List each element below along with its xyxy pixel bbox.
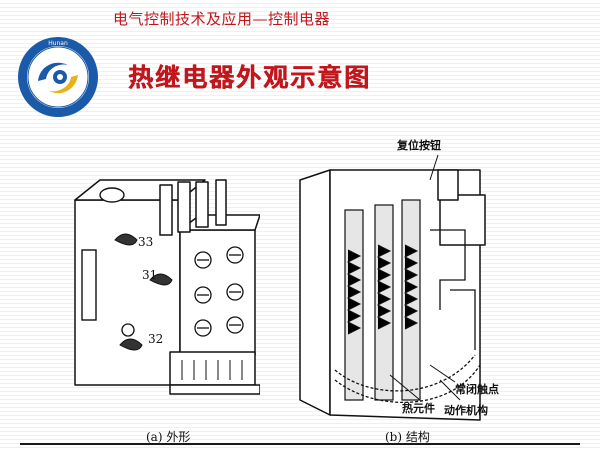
callout-heating-element: 热元件: [402, 402, 435, 415]
slide-title: 热继电器外观示意图: [128, 63, 372, 92]
svg-text:Hunan: Hunan: [48, 40, 68, 47]
label-33: 33: [138, 235, 154, 249]
bottom-rule: [20, 443, 580, 445]
label-32: 32: [148, 332, 164, 346]
callout-actuating-mechanism: 动作机构: [444, 404, 488, 417]
caption-external-view: (a) 外形: [146, 430, 191, 444]
header-title: 电气控制技术及应用—控制电器: [113, 10, 331, 28]
relay-external-view-figure: [74, 179, 260, 395]
callout-reset-button: 复位按钮: [397, 139, 441, 152]
callout-normally-closed-contact: 常闭触点: [455, 383, 499, 396]
relay-structure-figure: [299, 154, 486, 421]
university-logo: Hunan: [18, 37, 98, 117]
label-31: 31: [142, 268, 158, 282]
caption-structure: (b) 结构: [385, 430, 430, 444]
